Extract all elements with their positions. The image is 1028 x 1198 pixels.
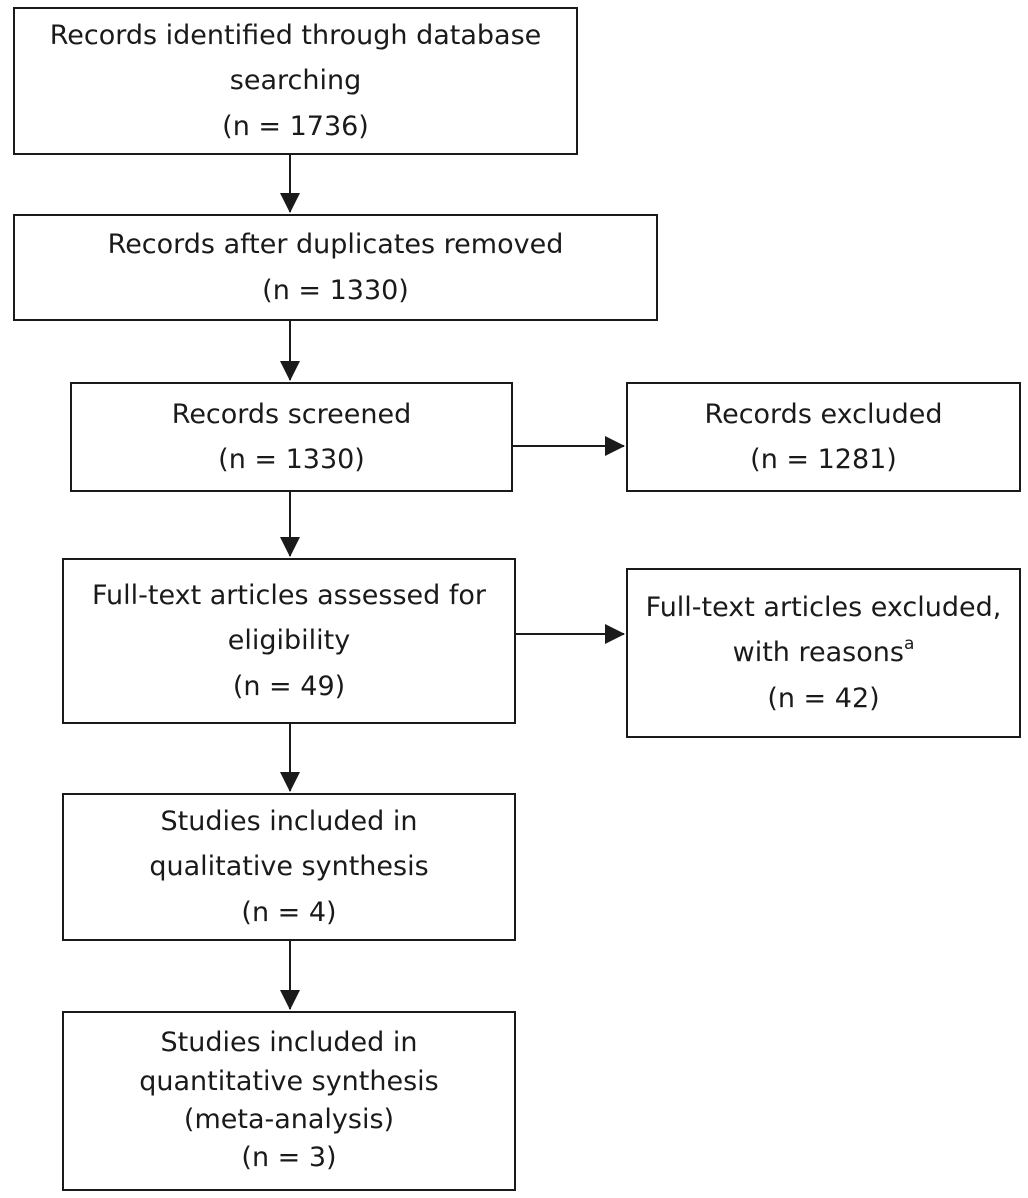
quantitative-synthesis-box: Studies included in quantitative synthes… bbox=[62, 1011, 516, 1191]
quantitative-synthesis-line1: Studies included in bbox=[160, 1027, 418, 1059]
qualitative-synthesis-line1: Studies included in bbox=[160, 805, 418, 837]
fulltext-assessed-line1: Full-text articles assessed for bbox=[91, 579, 486, 611]
arrowhead-4 bbox=[280, 537, 300, 557]
records-identified-count: (n = 1736) bbox=[222, 110, 369, 142]
fulltext-excluded-reasons-text: with reasons bbox=[732, 637, 904, 669]
quantitative-synthesis-count: (n = 3) bbox=[241, 1142, 337, 1174]
arrowhead-1 bbox=[280, 193, 300, 213]
records-excluded-label: Records excluded bbox=[704, 398, 943, 430]
arrowhead-2 bbox=[280, 361, 300, 381]
arrowhead-5 bbox=[605, 624, 625, 644]
records-excluded-count: (n = 1281) bbox=[750, 444, 897, 475]
qualitative-synthesis-line2: qualitative synthesis bbox=[149, 851, 429, 883]
fulltext-excluded-count: (n = 42) bbox=[767, 682, 880, 714]
records-identified-box: Records identified through database sear… bbox=[13, 7, 578, 155]
records-screened-count: (n = 1330) bbox=[218, 444, 365, 475]
fulltext-assessed-count: (n = 49) bbox=[232, 670, 346, 702]
records-after-duplicates-box: Records after duplicates removed (n = 13… bbox=[13, 214, 658, 321]
fulltext-excluded-line2: with reasonsa bbox=[733, 630, 915, 675]
arrowhead-6 bbox=[280, 772, 300, 792]
footnote-marker: a bbox=[903, 634, 915, 655]
fulltext-excluded-line1: Full-text articles excluded, bbox=[645, 591, 1002, 623]
records-after-duplicates-count: (n = 1330) bbox=[262, 274, 409, 306]
quantitative-synthesis-line2: quantitative synthesis bbox=[139, 1065, 439, 1097]
arrowhead-3 bbox=[605, 436, 625, 456]
fulltext-assessed-box: Full-text articles assessed for eligibil… bbox=[62, 558, 516, 724]
quantitative-synthesis-line3: (meta-analysis) bbox=[183, 1104, 395, 1135]
records-screened-box: Records screened (n = 1330) bbox=[70, 382, 513, 492]
records-excluded-box: Records excluded (n = 1281) bbox=[626, 382, 1021, 492]
records-screened-label: Records screened bbox=[171, 398, 412, 430]
records-identified-line1: Records identified through database bbox=[49, 19, 542, 51]
qualitative-synthesis-count: (n = 4) bbox=[241, 896, 337, 928]
records-after-duplicates-label: Records after duplicates removed bbox=[107, 229, 564, 261]
qualitative-synthesis-box: Studies included in qualitative synthesi… bbox=[62, 793, 516, 941]
records-identified-line2: searching bbox=[229, 65, 362, 97]
arrowhead-7 bbox=[280, 990, 300, 1010]
fulltext-excluded-box: Full-text articles excluded, with reason… bbox=[626, 568, 1021, 738]
fulltext-assessed-line2: eligibility bbox=[227, 625, 351, 657]
